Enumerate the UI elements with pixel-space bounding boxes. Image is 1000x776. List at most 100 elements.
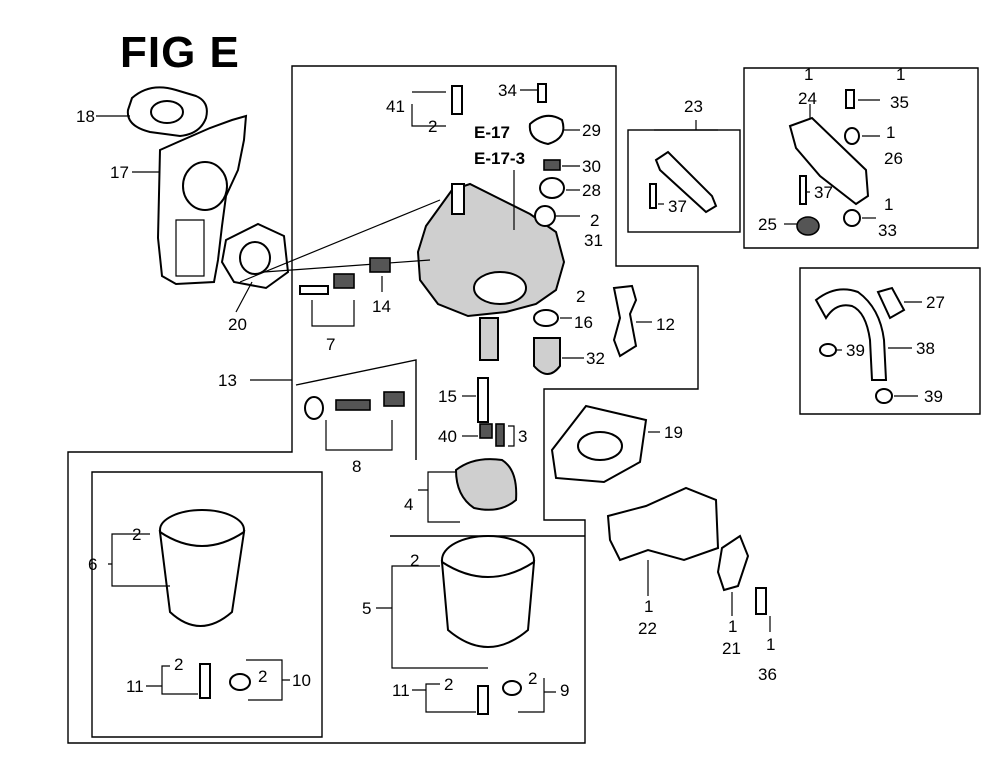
washer-part-30	[543, 159, 561, 171]
float-part-32	[533, 337, 561, 375]
callout-19: 19	[664, 423, 683, 442]
callout-11-cup: 11	[126, 677, 144, 696]
callout-14: 14	[372, 297, 391, 316]
callout-10: 10	[292, 671, 311, 690]
screw-part-7	[299, 285, 329, 295]
callout-1-24: 1	[804, 65, 813, 84]
callout-2-c: 2	[576, 287, 585, 306]
callout-12: 12	[656, 315, 675, 334]
callout-37-choke: 37	[814, 183, 833, 202]
callout-1-33: 1	[884, 195, 893, 214]
ref-e17: E-17	[474, 123, 510, 142]
bowl-part-5	[440, 560, 536, 648]
main-jet-subgroup-frame	[295, 359, 417, 460]
carburetor-group-frame	[67, 65, 699, 744]
callout-2-bowl: 2	[410, 551, 419, 570]
bracket-4	[418, 471, 460, 523]
callout-25: 25	[758, 215, 777, 234]
spring-part-3	[495, 423, 505, 447]
arm-part-21	[716, 534, 750, 592]
callout-1-21: 1	[728, 617, 737, 636]
clip-part-39-b	[875, 388, 893, 404]
choke-plate-part-24	[788, 116, 870, 206]
bracket-part-22	[606, 486, 720, 562]
callout-28: 28	[582, 181, 601, 200]
screw-part-14	[369, 257, 391, 273]
spring-part-25	[796, 216, 820, 236]
callout-2-bowl-washer: 2	[528, 669, 537, 688]
bracket-41	[411, 104, 446, 127]
bracket-7	[311, 300, 355, 327]
callout-38: 38	[916, 339, 935, 358]
bracket-17-slot	[175, 219, 205, 277]
callout-1-35: 1	[896, 65, 905, 84]
screw-part-41	[451, 85, 463, 115]
bracket-11-cup	[146, 665, 198, 695]
washer-part-40	[479, 423, 493, 439]
gasket-18-port	[150, 100, 184, 124]
float-arm-part-12	[612, 284, 638, 358]
breather-group-frame	[799, 267, 981, 415]
callout-30: 30	[582, 157, 601, 176]
bracket-9	[518, 678, 556, 713]
lever-part-23	[654, 150, 718, 214]
carburetor-body	[416, 182, 566, 318]
callout-2-b: 2	[590, 211, 599, 230]
callout-20: 20	[228, 315, 247, 334]
cup-part-6	[158, 529, 246, 627]
choke-group-frame	[743, 67, 979, 249]
callout-2-a: 2	[428, 117, 437, 136]
callout-15: 15	[438, 387, 457, 406]
clip-part-39-a	[819, 343, 837, 357]
callout-4: 4	[404, 495, 413, 514]
screw-part-37-kit	[649, 183, 657, 209]
bracket-3	[508, 425, 515, 447]
callout-31: 31	[584, 231, 603, 250]
bracket-11-bowl	[412, 683, 476, 713]
carburetor-drain-stem	[479, 317, 499, 361]
callout-32: 32	[586, 349, 605, 368]
bracket-8	[325, 420, 393, 451]
callout-13: 13	[218, 371, 237, 390]
callout-5: 5	[362, 599, 371, 618]
ref-e17-3: E-17-3	[474, 149, 525, 168]
carburetor-stud	[451, 183, 465, 215]
spring-part-7	[333, 273, 355, 289]
bolt-part-15	[477, 377, 489, 423]
callout-8: 8	[352, 457, 361, 476]
callout-1-36: 1	[766, 635, 775, 654]
callout-1-26: 1	[886, 123, 895, 142]
callout-21: 21	[722, 639, 741, 658]
screw-part-11-cup	[199, 663, 211, 699]
callout-34: 34	[498, 81, 517, 100]
callout-27: 27	[926, 293, 945, 312]
callout-24: 24	[798, 89, 817, 108]
cup-subgroup-frame	[91, 471, 323, 738]
washer-part-10	[229, 673, 251, 691]
needle-part-28	[539, 177, 565, 199]
callout-2-bowl-screw: 2	[444, 675, 453, 694]
callout-29: 29	[582, 121, 601, 140]
leader-gasket-carb-2	[263, 259, 431, 273]
callout-39-b: 39	[924, 387, 943, 406]
screw-part-34	[537, 83, 547, 103]
callout-23: 23	[684, 97, 703, 116]
callout-16: 16	[574, 313, 593, 332]
callout-17: 17	[110, 163, 129, 182]
callout-35: 35	[890, 93, 909, 112]
figure-title: FIG E	[120, 28, 240, 77]
callout-9: 9	[560, 681, 569, 700]
bolt-part-36	[755, 587, 767, 615]
callout-2-cup-washer: 2	[258, 667, 267, 686]
callout-7: 7	[326, 335, 335, 354]
nut-part-33	[843, 209, 861, 227]
callout-2-cup-screw: 2	[174, 655, 183, 674]
callout-1-22: 1	[644, 597, 653, 616]
leader-23	[654, 120, 718, 131]
clip-part-27	[876, 286, 906, 320]
leader-gasket-carb	[239, 199, 441, 283]
callout-41: 41	[386, 97, 405, 116]
bracket-5	[376, 565, 488, 669]
